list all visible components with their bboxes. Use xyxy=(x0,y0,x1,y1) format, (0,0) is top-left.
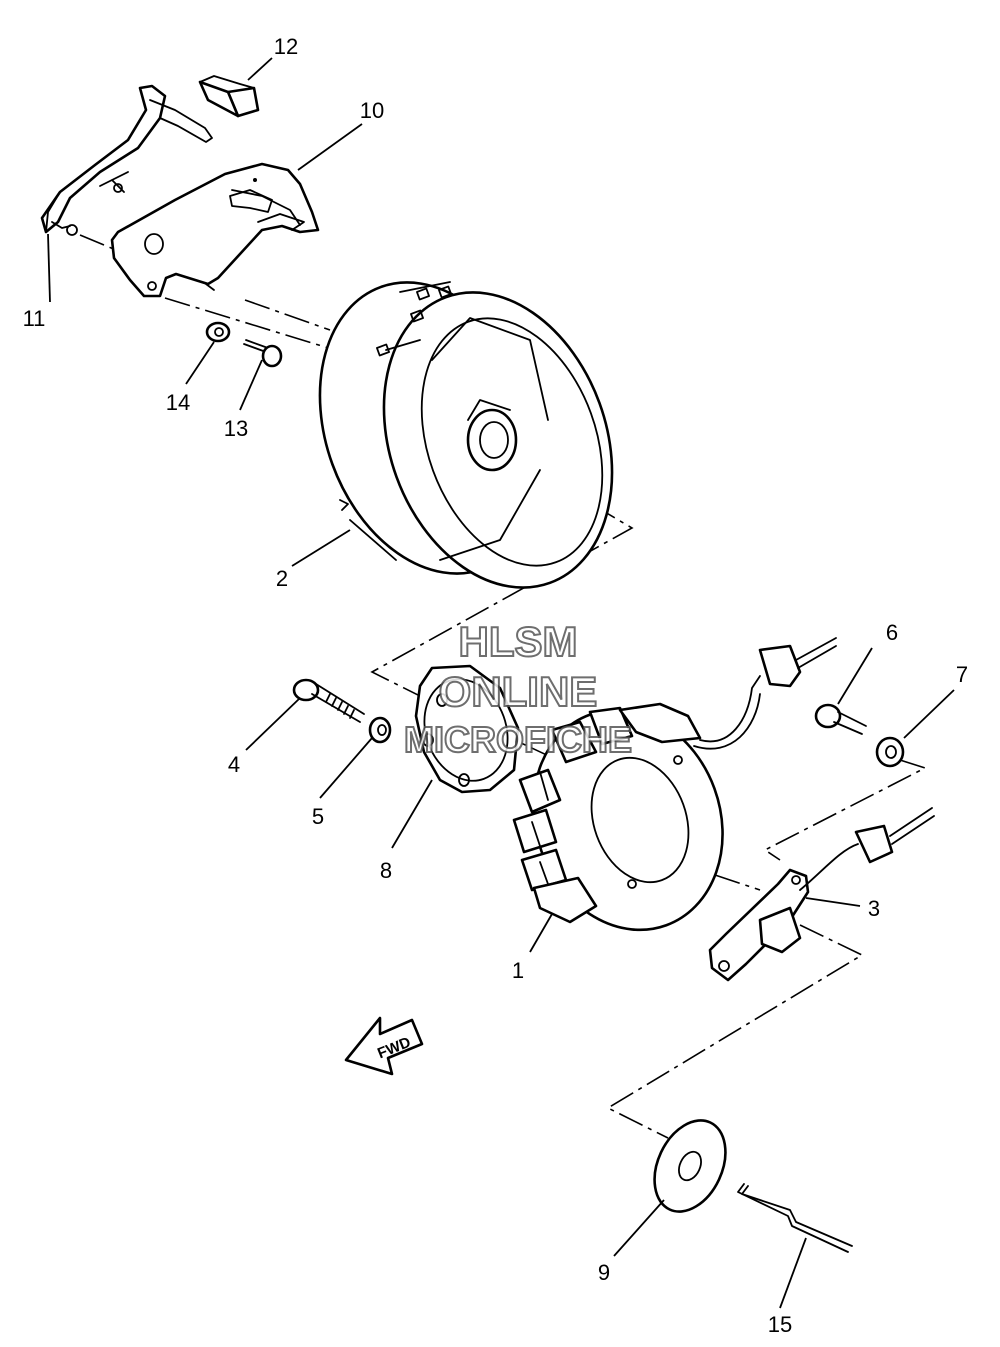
part-3-pickup-coil xyxy=(708,807,935,982)
callout-6: 6 xyxy=(886,620,898,645)
callout-labels: 12 10 11 14 13 2 4 5 8 1 6 7 3 9 15 xyxy=(23,34,969,1337)
part-5-washer xyxy=(368,716,392,744)
part-2-flywheel xyxy=(318,281,614,589)
callout-9: 9 xyxy=(598,1260,610,1285)
callout-15: 15 xyxy=(768,1312,792,1337)
part-9-washer xyxy=(653,1119,727,1213)
part-1-stator xyxy=(512,637,837,932)
watermark-line1: HLSM xyxy=(459,618,578,665)
part-4-bolt xyxy=(292,678,365,723)
callout-14: 14 xyxy=(166,390,190,415)
callout-12: 12 xyxy=(274,34,298,59)
part-6-bolt xyxy=(814,703,867,735)
watermark: HLSM ONLINE MICROFICHE xyxy=(403,617,633,761)
callout-4: 4 xyxy=(228,752,240,777)
part-8-plate xyxy=(414,664,520,794)
callout-10: 10 xyxy=(360,98,384,123)
part-11-bracket xyxy=(40,84,213,236)
callout-11: 11 xyxy=(23,306,46,331)
callout-2: 2 xyxy=(276,566,288,591)
leader-lines xyxy=(47,57,955,1309)
part-12-cap xyxy=(198,75,260,118)
watermark-line3: MICROFICHE xyxy=(404,719,632,760)
part-15-clip xyxy=(737,1183,853,1253)
part-14-washer xyxy=(205,321,231,343)
fwd-arrow: FWD xyxy=(344,1016,424,1076)
callout-8: 8 xyxy=(380,858,392,883)
callout-5: 5 xyxy=(312,804,324,829)
part-10-cover xyxy=(110,162,320,298)
part-13-screw xyxy=(243,339,283,368)
callout-3: 3 xyxy=(868,896,880,921)
callout-1: 1 xyxy=(512,958,524,983)
callout-7: 7 xyxy=(956,662,968,687)
watermark-line2: ONLINE xyxy=(439,668,598,715)
part-7-washer xyxy=(875,736,905,768)
callout-13: 13 xyxy=(224,416,248,441)
